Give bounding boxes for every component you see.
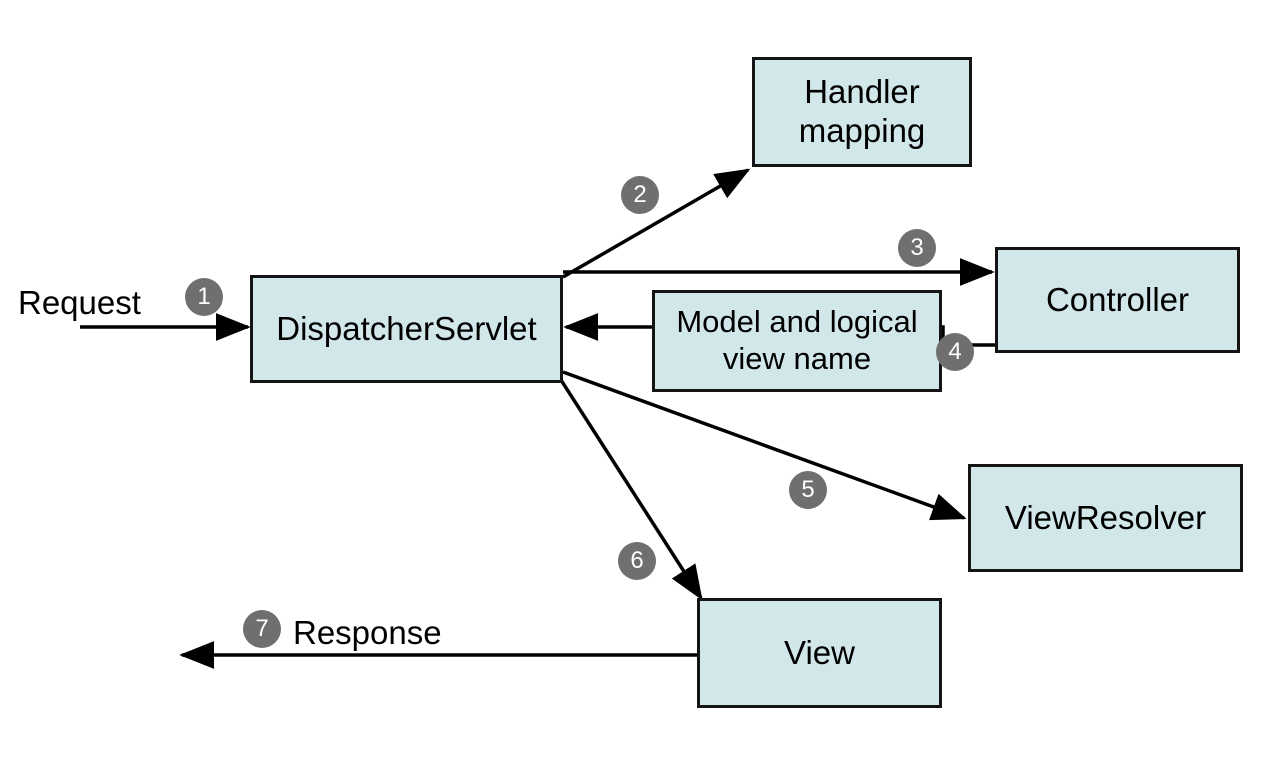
- connector-dispatcher-to-view-resolver: [562, 370, 967, 521]
- step-badge-4: 4: [936, 333, 974, 371]
- step-badge-3: 3: [898, 229, 936, 267]
- label-request: Request: [18, 284, 141, 321]
- step-badge-1: 1: [185, 278, 223, 316]
- node-model-and-view-name-label-line2: view name: [722, 341, 872, 376]
- step-badge-7: 7: [243, 610, 281, 648]
- step-badge-6: 6: [618, 542, 656, 580]
- node-dispatcher-servlet[interactable]: DispatcherServlet: [250, 275, 563, 383]
- node-controller[interactable]: Controller: [995, 247, 1240, 353]
- node-model-and-view-name-label-line1: Model and logical: [676, 304, 918, 340]
- step-badge-2: 2: [621, 176, 659, 214]
- node-view[interactable]: View: [697, 598, 942, 708]
- node-handler-mapping-label-line2: mapping: [798, 112, 926, 149]
- step-badge-5: 5: [789, 471, 827, 509]
- node-dispatcher-servlet-label: DispatcherServlet: [276, 309, 537, 347]
- node-view-resolver-label: ViewResolver: [1004, 498, 1207, 536]
- node-controller-label: Controller: [1045, 280, 1190, 318]
- node-view-label: View: [784, 633, 855, 671]
- node-handler-mapping-label-line1: Handler: [804, 73, 920, 111]
- label-response: Response: [293, 614, 442, 651]
- node-view-resolver[interactable]: ViewResolver: [968, 464, 1243, 572]
- node-model-and-view-name[interactable]: Model and logical view name: [652, 290, 942, 392]
- node-handler-mapping[interactable]: Handler mapping: [752, 57, 972, 167]
